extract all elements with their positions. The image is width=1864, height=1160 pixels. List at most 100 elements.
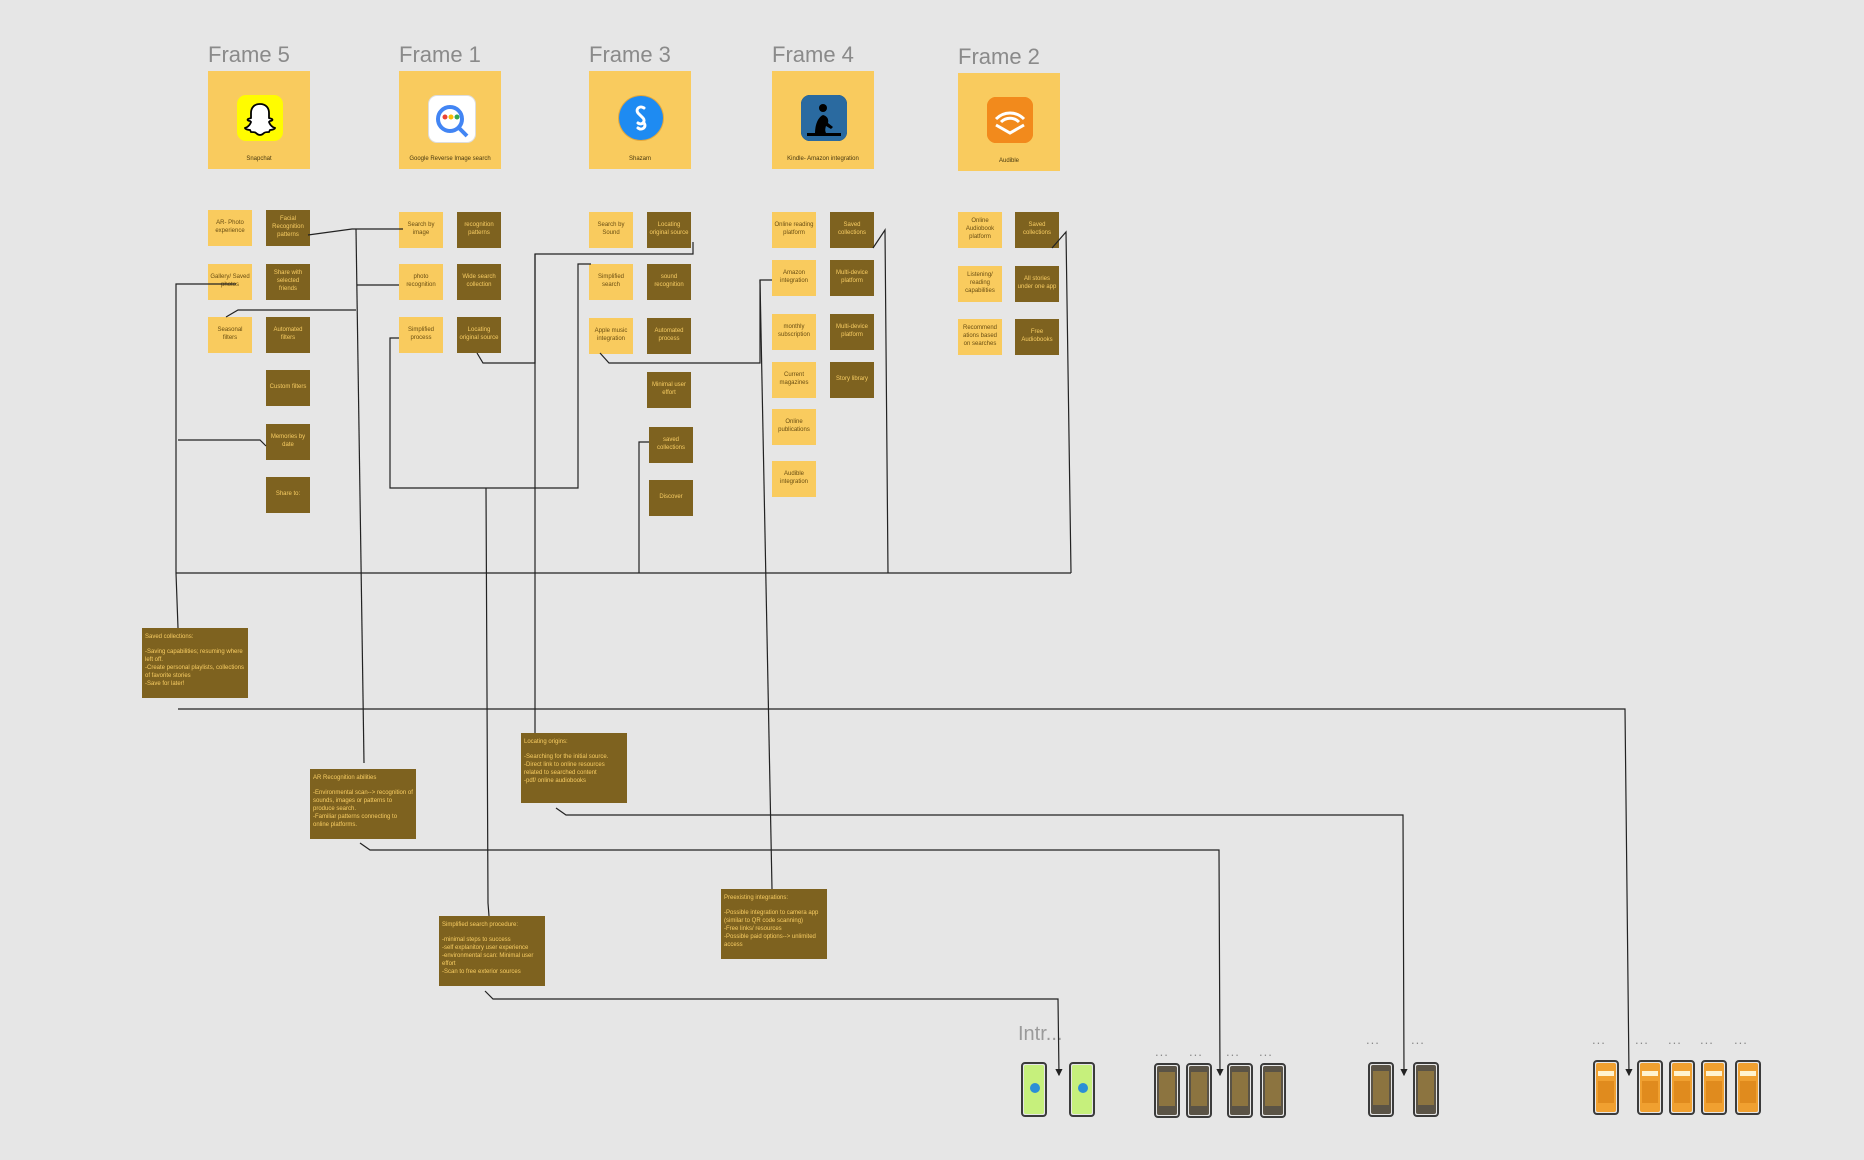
app-card-kindle[interactable]: Kindle- Amazon integration	[772, 71, 874, 169]
prototype-screen[interactable]	[1593, 1060, 1619, 1115]
sticky-note[interactable]: Search by Sound	[589, 212, 633, 248]
app-name: Snapchat	[246, 156, 272, 162]
snapchat-icon	[237, 95, 283, 141]
prototype-screen[interactable]	[1669, 1060, 1695, 1115]
sticky-note[interactable]: recognition patterns	[457, 212, 501, 248]
frame-title[interactable]: Frame 3	[589, 42, 671, 67]
sticky-note[interactable]: Multi-device platform	[830, 314, 874, 350]
sticky-note[interactable]: Amazon integration	[772, 260, 816, 296]
more-icon[interactable]: ...	[1734, 1032, 1748, 1047]
sticky-note[interactable]: Recommend ations based on searches	[958, 319, 1002, 355]
prototype-screen[interactable]	[1021, 1062, 1047, 1117]
connector	[355, 228, 365, 764]
shazam-icon	[618, 95, 664, 141]
more-icon[interactable]: ...	[1259, 1044, 1273, 1059]
sticky-note[interactable]: Locating original source	[647, 212, 691, 248]
prototype-group-label[interactable]: Intr...	[1018, 1023, 1063, 1045]
sticky-note[interactable]: Share with selected friends	[266, 264, 310, 300]
sticky-note[interactable]: Free Audiobooks	[1015, 319, 1059, 355]
app-card-shazam[interactable]: Shazam	[589, 71, 691, 169]
more-icon[interactable]: ...	[1155, 1044, 1169, 1059]
prototype-screen[interactable]	[1637, 1060, 1663, 1115]
sticky-note[interactable]: Online publications	[772, 409, 816, 445]
app-card-google-reverse-image-search[interactable]: Google Reverse Image search	[399, 71, 501, 169]
sticky-note[interactable]: Online Audiobook platform	[958, 212, 1002, 248]
sticky-note[interactable]: Memories by date	[266, 424, 310, 460]
more-icon[interactable]: ...	[1189, 1044, 1203, 1059]
sticky-note[interactable]: Search by image	[399, 212, 443, 248]
sticky-note[interactable]: Automated filters	[266, 317, 310, 353]
sticky-note[interactable]: All stories under one app	[1015, 266, 1059, 302]
sticky-note[interactable]: Current magazines	[772, 362, 816, 398]
prototype-screen[interactable]	[1186, 1063, 1212, 1118]
sticky-note[interactable]: photo recognition	[399, 264, 443, 300]
frame-title[interactable]: Frame 5	[208, 42, 290, 67]
app-name: Kindle- Amazon integration	[787, 156, 859, 162]
more-icon[interactable]: ...	[1226, 1044, 1240, 1059]
more-icon[interactable]: ...	[1411, 1032, 1425, 1047]
more-icon[interactable]: ...	[1668, 1032, 1682, 1047]
app-name: Shazam	[628, 156, 651, 162]
prototype-screen[interactable]	[1227, 1063, 1253, 1118]
sticky-note[interactable]: Audible integration	[772, 461, 816, 497]
sticky-note[interactable]: Apple music integration	[589, 318, 633, 354]
sticky-note[interactable]: Simplified search	[589, 264, 633, 300]
sticky-note[interactable]: Listening/ reading capabilities	[958, 266, 1002, 302]
summary-note-locating-origins[interactable]: Locating origins: -Searching for the ini…	[521, 733, 627, 803]
connector	[178, 708, 1633, 1077]
summary-note-simplified-search[interactable]: Simplified search procedure: -minimal st…	[439, 916, 545, 986]
sticky-note[interactable]: Share to:	[266, 477, 310, 513]
sticky-note[interactable]: Gallery/ Saved photos	[208, 264, 252, 300]
app-name: Audible	[998, 158, 1019, 164]
prototype-screen[interactable]	[1069, 1062, 1095, 1117]
frame-title[interactable]: Frame 2	[958, 44, 1040, 69]
sticky-note[interactable]: Saved collections	[830, 212, 874, 248]
sticky-note[interactable]: Seasonal filters	[208, 317, 252, 353]
connector	[484, 990, 1063, 1077]
app-card-audible[interactable]: Audible	[958, 73, 1060, 171]
sticky-note[interactable]: Multi-device platform	[830, 260, 874, 296]
kindle-icon	[801, 95, 847, 141]
prototype-screen[interactable]	[1413, 1062, 1439, 1117]
summary-note-ar-recognition[interactable]: AR Recognition abilities -Environmental …	[310, 769, 416, 839]
connector	[872, 228, 889, 574]
prototype-screen[interactable]	[1701, 1060, 1727, 1115]
sticky-note[interactable]: monthly subscription	[772, 314, 816, 350]
connector	[555, 807, 1408, 1077]
frame-title[interactable]: Frame 1	[399, 42, 481, 67]
app-card-snapchat[interactable]: Snapchat	[208, 71, 310, 169]
sticky-note[interactable]: Automated process	[647, 318, 691, 354]
summary-note-preexisting-integrations[interactable]: Preexisting integrations: -Possible inte…	[721, 889, 827, 959]
sticky-note[interactable]: Simplified process	[399, 317, 443, 353]
sticky-note[interactable]: Facial Recognition patterns	[266, 210, 310, 246]
prototype-screen[interactable]	[1735, 1060, 1761, 1115]
sticky-note[interactable]: Wide search collection	[457, 264, 501, 300]
more-icon[interactable]: ...	[1700, 1032, 1714, 1047]
prototype-screen[interactable]	[1260, 1063, 1286, 1118]
more-icon[interactable]: ...	[1635, 1032, 1649, 1047]
frame-title[interactable]: Frame 4	[772, 42, 854, 67]
sticky-note[interactable]: Online reading platform	[772, 212, 816, 248]
connector	[485, 487, 490, 917]
sticky-note[interactable]: sound recognition	[647, 264, 691, 300]
sticky-note[interactable]: AR- Photo experience	[208, 210, 252, 246]
connector	[638, 441, 649, 573]
connector	[759, 279, 773, 890]
more-icon[interactable]: ...	[1366, 1032, 1380, 1047]
more-icon[interactable]: ...	[1592, 1032, 1606, 1047]
sticky-note[interactable]: Saved collections	[1015, 212, 1059, 248]
sticky-note[interactable]: Locating original source	[457, 317, 501, 353]
connector	[178, 439, 267, 447]
sticky-note[interactable]: Story library	[830, 362, 874, 398]
sticky-note[interactable]: Minimal user effort	[647, 372, 691, 408]
sticky-note[interactable]: Custom filters	[266, 370, 310, 406]
summary-note-saved-collections[interactable]: Saved collections: -Saving capabilities;…	[142, 628, 248, 698]
google-lens-icon	[428, 95, 476, 143]
prototype-screen[interactable]	[1368, 1062, 1394, 1117]
prototype-screen[interactable]	[1154, 1063, 1180, 1118]
sticky-note[interactable]: Discover	[649, 480, 693, 516]
sticky-note[interactable]: saved collections	[649, 427, 693, 463]
connector	[307, 228, 403, 236]
